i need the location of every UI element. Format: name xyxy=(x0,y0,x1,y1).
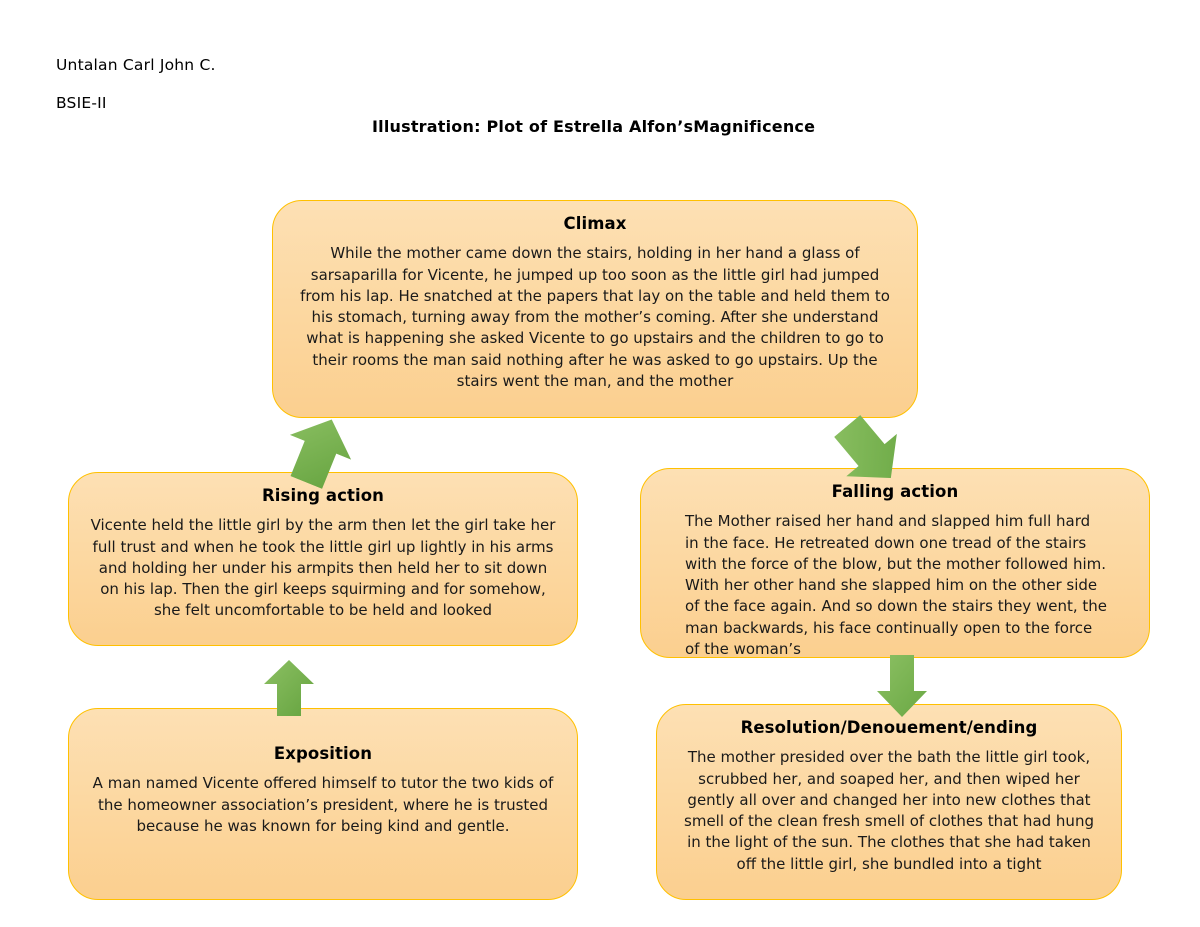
plot-box-falling-action-title: Falling action xyxy=(831,482,959,501)
up-arrow-icon-exposition-to-rising xyxy=(264,660,314,716)
plot-box-exposition: Exposition A man named Vicente offered h… xyxy=(68,708,578,900)
plot-box-resolution-title: Resolution/Denouement/ending xyxy=(740,718,1038,737)
plot-box-resolution-body: The mother presided over the bath the li… xyxy=(684,748,1094,873)
down-arrow-icon-falling-to-resolution xyxy=(877,655,927,717)
up-arrow-icon-rising-to-climax xyxy=(276,407,363,495)
down-arrow-icon-climax-to-falling xyxy=(822,405,916,500)
plot-box-exposition-body: A man named Vicente offered himself to t… xyxy=(92,774,554,835)
plot-box-climax-title: Climax xyxy=(563,214,627,233)
plot-box-rising-action: Rising action Vicente held the little gi… xyxy=(68,472,578,646)
plot-box-rising-action-title: Rising action xyxy=(262,486,384,505)
plot-box-rising-action-body: Vicente held the little girl by the arm … xyxy=(90,516,556,620)
diagram-title: Illustration: Plot of Estrella Alfon’sMa… xyxy=(372,117,816,136)
plot-box-climax: Climax While the mother came down the st… xyxy=(272,200,918,418)
plot-box-exposition-title: Exposition xyxy=(273,744,373,763)
plot-box-resolution: Resolution/Denouement/ending The mother … xyxy=(656,704,1122,900)
author-name: Untalan Carl John C. xyxy=(56,56,216,74)
plot-box-climax-body: While the mother came down the stairs, h… xyxy=(300,244,890,391)
plot-box-falling-action: Falling action The Mother raised her han… xyxy=(640,468,1150,658)
author-section: BSIE-II xyxy=(56,94,107,112)
plot-box-falling-action-body: The Mother raised her hand and slapped h… xyxy=(685,512,1107,658)
